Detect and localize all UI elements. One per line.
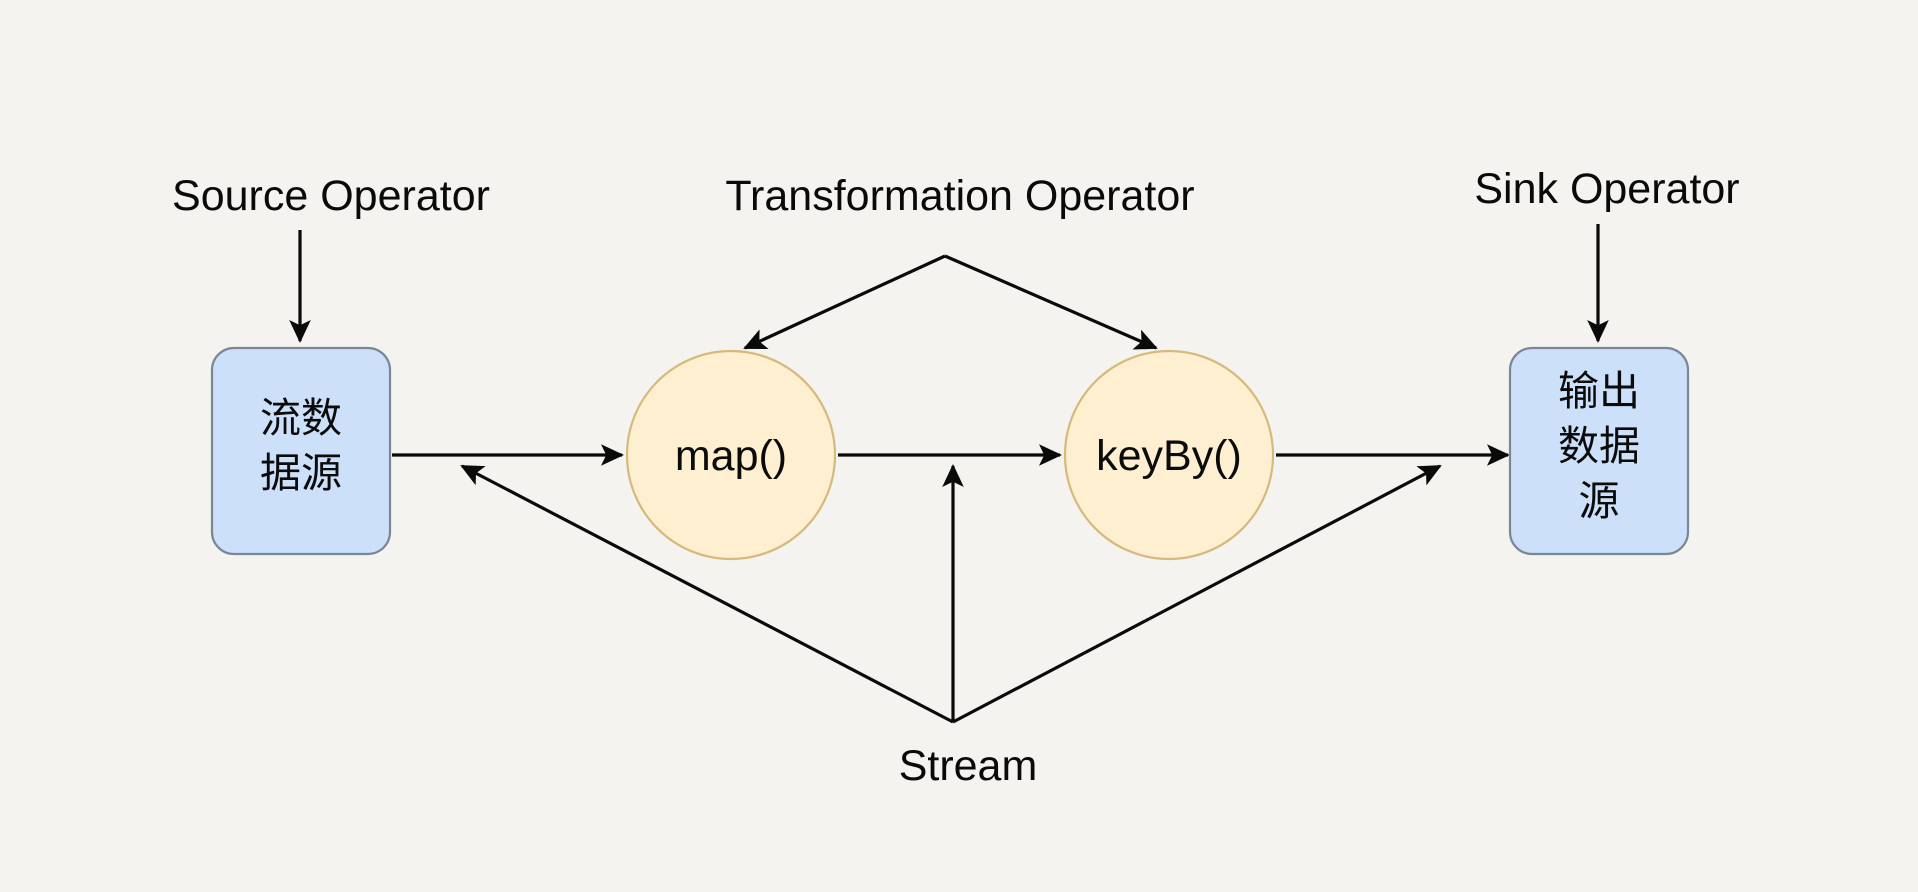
sink-operator-annotation: Sink Operator <box>1474 165 1739 213</box>
stream-annotation: Stream <box>899 742 1038 790</box>
sink-node-label-line1: 输出 <box>1558 367 1640 415</box>
sink-node-label-line3: 源 <box>1579 477 1620 525</box>
source-operator-annotation: Source Operator <box>172 172 490 220</box>
map-operator-node[interactable] <box>625 349 837 561</box>
keyby-operator-label: keyBy() <box>1096 432 1242 480</box>
transformation-leader-to-keyby <box>944 254 1158 350</box>
transformation-leader-to-map <box>743 254 946 350</box>
keyby-operator-node[interactable] <box>1063 349 1275 561</box>
sink-data-node[interactable] <box>1508 346 1690 556</box>
map-operator-label: map() <box>675 432 787 480</box>
sink-node-label-line2: 数据 <box>1558 422 1640 470</box>
source-node-label-line1: 流数 <box>260 394 342 442</box>
source-node-label-line2: 据源 <box>260 449 342 497</box>
transformation-operator-annotation: Transformation Operator <box>725 172 1194 220</box>
stream-leader-right-branch <box>952 464 1442 724</box>
stream-leader-left-branch <box>460 464 954 724</box>
source-data-node[interactable] <box>210 346 392 556</box>
